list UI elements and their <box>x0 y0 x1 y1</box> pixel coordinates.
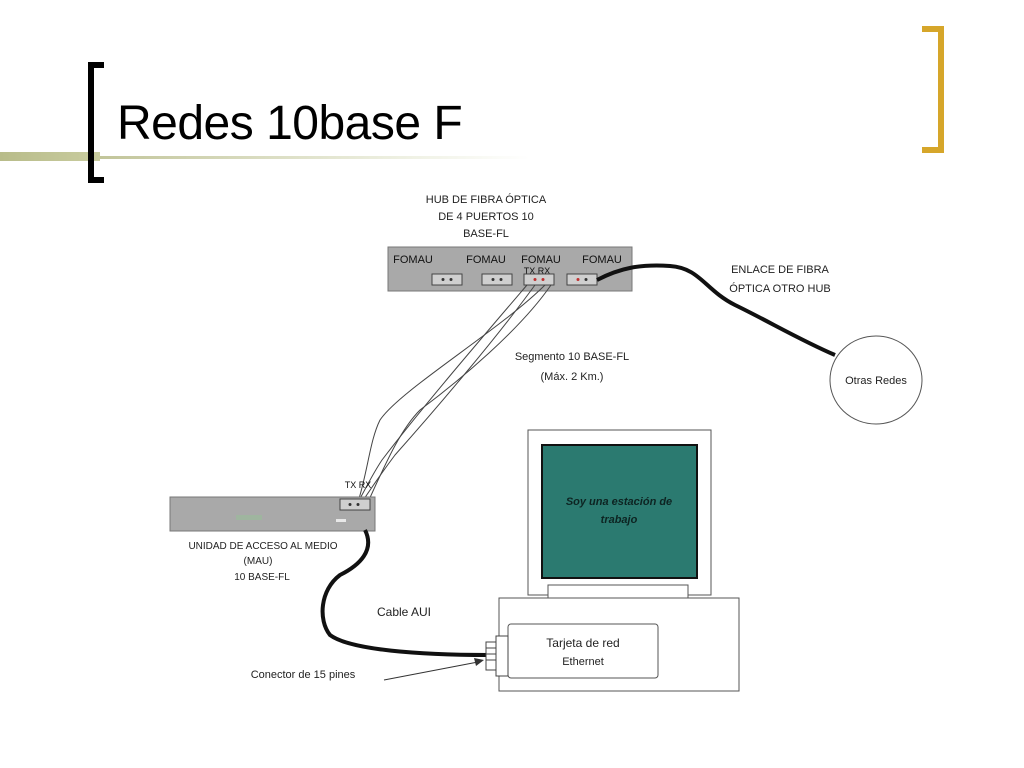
hub-label-line-2: DE 4 PUERTOS 10 <box>438 211 534 223</box>
fiber-strand-2 <box>361 284 536 503</box>
connector-pointer-line <box>383 661 479 681</box>
mau-label-line-2: (MAU) <box>244 556 273 567</box>
mau-unit: TX RX UNIDAD DE ACCESO AL MEDIO (MAU) 10… <box>169 480 376 583</box>
segment-label-line-2: (Máx. 2 Km.) <box>541 371 604 383</box>
link-label-line-2: ÓPTICA OTRO HUB <box>729 282 830 295</box>
screen-text-line-1: Soy una estación de <box>566 496 672 508</box>
hub-port-2 <box>481 273 513 286</box>
connector-pointer-arrowhead <box>474 658 484 666</box>
fiber-hub: HUB DE FIBRA ÓPTICA DE 4 PUERTOS 10 BASE… <box>387 193 633 292</box>
fiber-strand-4 <box>357 284 546 503</box>
hub-port-1 <box>431 273 463 286</box>
segment-label-line-1: Segmento 10 BASE-FL <box>515 351 629 363</box>
hub-port-3 <box>523 273 555 286</box>
mau-led <box>236 515 262 520</box>
network-card <box>507 623 659 679</box>
db15-connector <box>485 641 497 671</box>
monitor-screen <box>541 444 698 579</box>
hub-port-label-2: FOMAU <box>466 254 506 266</box>
hub-txrx-label: TX RX <box>524 266 551 276</box>
aui-cable-label: Cable AUI <box>377 605 431 619</box>
other-networks-circle <box>829 335 923 425</box>
card-bracket <box>495 635 509 677</box>
connector-label: Conector de 15 pines <box>251 669 356 681</box>
network-card-label-line-1: Tarjeta de red <box>546 636 619 650</box>
fiber-strand-3 <box>367 284 552 503</box>
hub-port-4 <box>566 273 598 286</box>
other-networks-label: Otras Redes <box>845 375 907 387</box>
link-label-line-1: ENLACE DE FIBRA <box>731 264 829 276</box>
hub-label-line-1: HUB DE FIBRA ÓPTICA <box>426 193 547 206</box>
right-bracket <box>922 26 944 153</box>
aui-cable <box>320 529 489 657</box>
title-underline <box>100 156 530 159</box>
fiber-strand-1 <box>357 284 528 503</box>
mau-txrx-label: TX RX <box>345 480 372 490</box>
mau-indicator <box>336 519 346 522</box>
fiber-link-cable <box>596 263 836 357</box>
network-card-label-line-2: Ethernet <box>562 656 604 668</box>
slide-title: Redes 10base F <box>117 97 463 150</box>
workstation: Soy una estación de trabajo Tarjeta de r… <box>485 429 740 692</box>
screen-text-line-2: trabajo <box>601 514 638 526</box>
mau-label-line-1: UNIDAD DE ACCESO AL MEDIO <box>188 541 337 552</box>
hub-port-label-3: FOMAU <box>521 254 561 266</box>
title-accent-bar <box>0 152 100 161</box>
hub-port-label-4: FOMAU <box>582 254 622 266</box>
hub-port-label-1: FOMAU <box>393 254 433 266</box>
left-bracket <box>88 62 104 183</box>
hub-label-line-3: BASE-FL <box>463 228 509 240</box>
mau-label-line-3: 10 BASE-FL <box>234 572 290 583</box>
mau-port <box>339 498 371 511</box>
